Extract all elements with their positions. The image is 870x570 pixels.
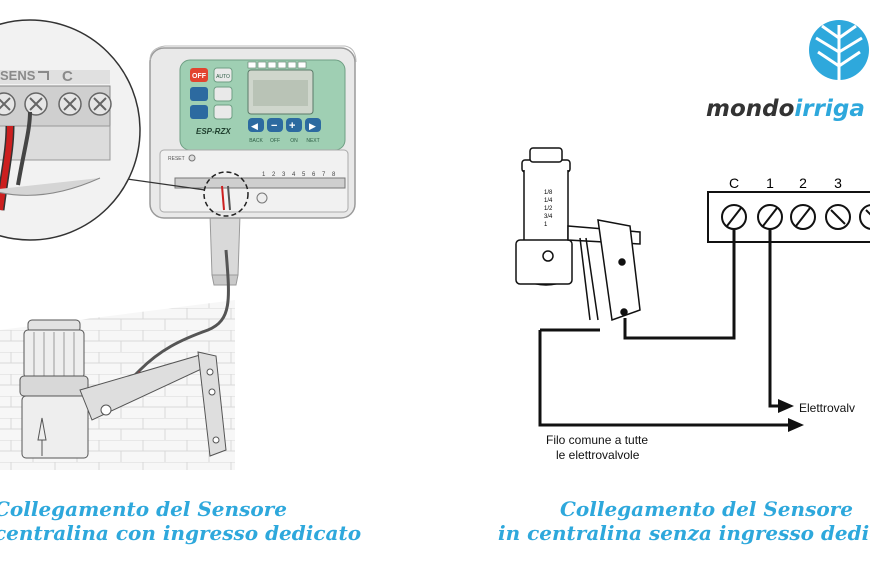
arrowheads <box>778 399 804 432</box>
terminal-number-5: 5 <box>302 172 306 178</box>
nav-label-next: NEXT <box>306 138 319 144</box>
left-caption: Collegamento del Sensore centralina con … <box>0 497 361 545</box>
auto-label: AUTO <box>216 74 230 80</box>
terminal-label-3: 3 <box>834 175 842 191</box>
sensor-scale-4: 1 <box>544 222 548 228</box>
nav-label-back: BACK <box>249 138 263 144</box>
common-wire-label-line1: Filo comune a tutte <box>546 433 649 447</box>
right-caption-line1: Collegamento del Sensore <box>560 497 853 521</box>
terminal-number-6: 6 <box>312 172 316 178</box>
terminal-screws <box>721 204 870 230</box>
controller-model: ESP-RZX <box>196 127 231 136</box>
sens-terminal-label: SENS <box>0 68 36 83</box>
off-label: OFF <box>192 73 207 80</box>
terminal-number-8: 8 <box>332 172 336 178</box>
svg-text:+: + <box>289 120 295 132</box>
terminal-label-c: C <box>729 175 739 191</box>
c-terminal-label: C <box>62 68 73 85</box>
svg-text:▶: ▶ <box>309 121 316 131</box>
terminal-number-2: 2 <box>272 172 276 178</box>
nav-buttons: ◀ − + ▶ BACK OFF ON NEXT <box>248 118 321 144</box>
sensor-scale: 1/8 1/4 1/2 3/4 1 <box>544 190 553 228</box>
irrigation-controller: OFF AUTO ◀ − + ▶ BACK OFF <box>149 45 357 219</box>
zoom-highlight-circle <box>203 171 249 217</box>
rain-sensor <box>19 319 227 459</box>
brand-logo <box>809 20 869 80</box>
valve-label: Elettrovalv <box>799 401 856 415</box>
sensor-scale-1: 1/4 <box>544 198 553 204</box>
leaf-drop-icon <box>809 20 869 80</box>
wiring <box>538 229 790 427</box>
off-button-graphic <box>190 68 208 82</box>
rain-sensor-lineart <box>515 147 641 322</box>
terminal-label-2: 2 <box>799 175 807 191</box>
right-diagram: C 1 2 3 <box>515 147 870 432</box>
left-caption-line2: centralina con ingresso dedicato <box>0 521 362 545</box>
nav-label-off: OFF <box>270 138 280 144</box>
logo-text-part2: irriga <box>794 96 865 122</box>
sensor-scale-3: 3/4 <box>544 214 553 220</box>
left-caption-line1: Collegamento del Sensore <box>0 497 287 521</box>
magnified-terminals: SENS C <box>0 19 141 241</box>
terminal-number-3: 3 <box>282 172 286 178</box>
svg-text:◀: ◀ <box>251 121 258 131</box>
common-wire-label-line2: le elettrovalvole <box>556 448 640 462</box>
logo-wordmark: mondoirriga <box>706 96 865 122</box>
nav-label-on: ON <box>290 138 298 144</box>
terminal-number-1: 1 <box>262 172 266 178</box>
logo-text-part1: mondo <box>706 96 795 122</box>
sensor-cable <box>126 249 230 384</box>
terminal-label-1: 1 <box>766 175 774 191</box>
right-terminal-labels: C 1 2 3 <box>729 175 842 191</box>
conduit-pipe <box>209 214 241 286</box>
reset-label: RESET <box>168 156 185 162</box>
right-caption-line2: in centralina senza ingresso dedica <box>498 521 870 545</box>
terminal-number-7: 7 <box>322 172 326 178</box>
sensor-scale-2: 1/2 <box>544 206 553 212</box>
svg-text:−: − <box>271 120 277 132</box>
left-diagram: OFF AUTO ◀ − + ▶ BACK OFF <box>0 19 357 470</box>
magnified-screws <box>0 92 112 116</box>
terminal-number-4: 4 <box>292 172 296 178</box>
sensor-scale-0: 1/8 <box>544 190 553 196</box>
